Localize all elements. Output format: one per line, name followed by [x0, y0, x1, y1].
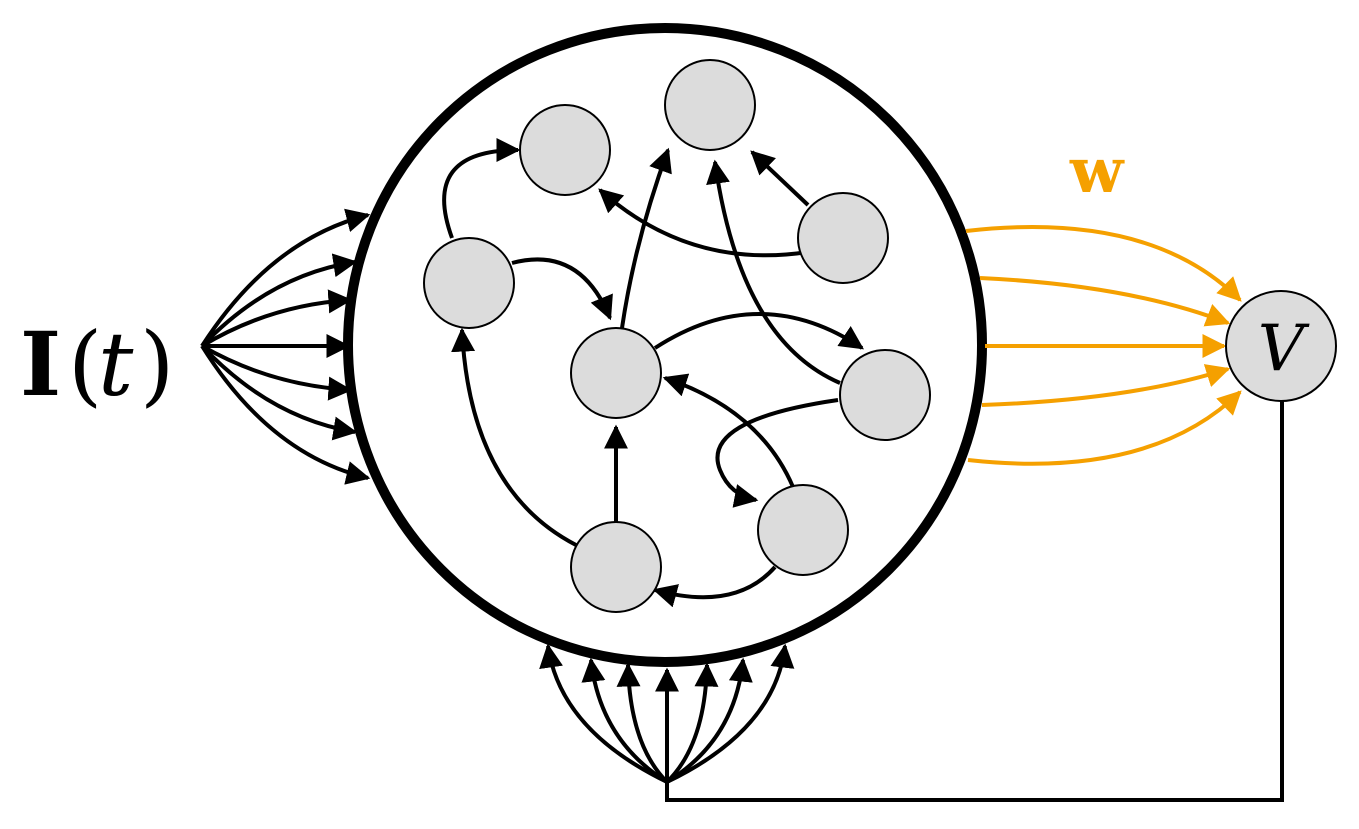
output-node-label: V [1258, 312, 1310, 386]
input-label-bold: I [20, 312, 61, 416]
input-arrow [200, 253, 358, 348]
feedback-arrow [666, 643, 795, 784]
output-node-circle [1225, 290, 1337, 402]
recurrent-connections [442, 138, 864, 608]
readout-arrow [967, 390, 1242, 466]
input-signal-label: I ( t ) [20, 312, 174, 416]
input-arrow [200, 344, 371, 485]
readout-arrows [965, 225, 1242, 466]
input-arrow [201, 344, 353, 401]
readout-weight-label: w [1069, 134, 1125, 207]
recurrent-connection [620, 147, 672, 329]
input-arrow [200, 208, 371, 348]
neuron [519, 104, 611, 196]
input-arrows [200, 208, 371, 485]
reservoir-boundary [343, 23, 987, 667]
feedback-arrows [539, 643, 795, 784]
neuron [839, 349, 931, 441]
input-arrow [200, 344, 358, 441]
neuron [757, 484, 849, 576]
input-label-paren-close: ) [140, 313, 174, 416]
readout-arrow [981, 364, 1231, 407]
feedback-arrow [616, 662, 669, 784]
feedback-arrow [581, 657, 669, 784]
recurrent-connection [715, 398, 839, 508]
feedback-arrow [539, 643, 668, 784]
output-node: V [1225, 290, 1337, 402]
recurrent-connection [442, 138, 521, 239]
input-label-variable: t [98, 313, 134, 416]
recurrent-connection [662, 373, 795, 488]
feedback-wire [665, 400, 1284, 802]
neuron [664, 59, 756, 151]
input-label-paren-open: ( [68, 313, 102, 416]
neuron [797, 192, 889, 284]
recurrent-connection [750, 150, 810, 207]
recurrent-connection [706, 159, 841, 385]
readout-arrow [979, 276, 1231, 327]
recurrent-connection [451, 327, 577, 547]
neuron [423, 237, 515, 329]
recurrent-connection [598, 188, 809, 258]
neuron [570, 327, 662, 419]
input-arrow [200, 289, 353, 348]
recurrent-connection [652, 565, 777, 608]
feedback-arrow [665, 662, 719, 784]
readout-arrow [965, 225, 1242, 302]
neuron [570, 521, 662, 613]
recurrent-connection [511, 257, 613, 321]
neurons [423, 59, 931, 613]
feedback-arrow [665, 657, 753, 784]
recurrent-connection [653, 312, 864, 350]
